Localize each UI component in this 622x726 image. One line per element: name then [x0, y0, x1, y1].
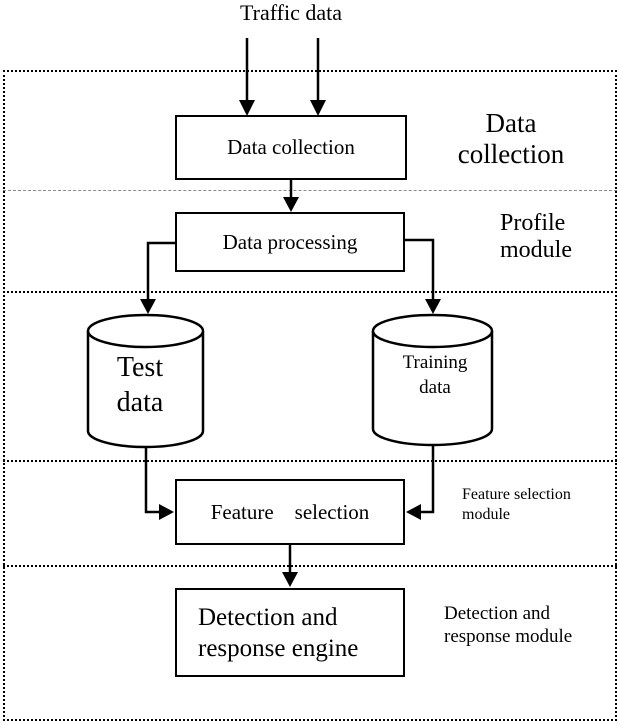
module-label-detection-response: Detection and response module — [444, 602, 572, 648]
arrowhead-feature-to-detection — [282, 572, 298, 587]
arrowhead-traffic-right — [310, 100, 326, 116]
arrowhead-training-to-feature — [406, 504, 421, 520]
data-processing-node-label: Data processing — [222, 229, 358, 254]
system-boundary-border — [3, 70, 617, 721]
test-data-store-label: Test data — [98, 350, 182, 420]
arrowhead-processing-to-training — [425, 299, 441, 314]
module-label-feature-selection-line1: Feature selection — [462, 486, 571, 503]
module-label-detection-response-line1: Detection and — [444, 603, 551, 624]
arrowhead-processing-to-test — [140, 299, 156, 314]
module-label-profile-line2: module — [500, 237, 572, 263]
module-label-data-collection-line2: collection — [457, 139, 565, 169]
data-processing-node: Data processing — [175, 212, 405, 272]
test-data-cylinder-body — [86, 331, 205, 449]
module-label-profile-line1: Profile — [500, 210, 566, 236]
arrow-training-to-feature — [420, 438, 435, 514]
module-label-feature-selection: Feature selection module — [462, 485, 571, 525]
arrowhead-test-to-feature — [159, 504, 174, 520]
arrow-processing-to-training — [405, 238, 435, 300]
test-data-cylinder-top — [86, 313, 205, 349]
data-collection-node: Data collection — [175, 115, 407, 180]
training-data-label-line1: Training — [402, 352, 468, 373]
detection-engine-node: Detection and response engine — [175, 588, 405, 677]
test-data-label-line2: data — [116, 387, 164, 418]
divider-storage-feature — [3, 460, 617, 462]
feature-selection-node: Feature selection — [175, 479, 405, 545]
detection-engine-label-line2: response engine — [198, 634, 359, 662]
training-data-store-label: Training data — [395, 350, 475, 400]
module-label-data-collection: Data collection — [449, 108, 573, 170]
arrow-processing-to-test — [146, 241, 175, 300]
arrowhead-traffic-left — [239, 100, 255, 116]
detection-engine-label-line1: Detection and — [198, 603, 338, 631]
detection-engine-node-label: Detection and response engine — [198, 602, 358, 664]
module-label-detection-response-line2: response module — [444, 626, 573, 647]
module-label-profile: Profile module — [500, 210, 572, 264]
traffic-data-label: Traffic data — [239, 0, 343, 25]
divider-collection-profile — [3, 190, 617, 191]
training-data-cylinder-top — [371, 313, 494, 349]
feature-selection-node-label: Feature selection — [210, 499, 370, 524]
arrow-test-to-feature — [144, 440, 160, 514]
training-data-label-line2: data — [419, 377, 451, 398]
module-label-data-collection-line1: Data — [485, 108, 537, 138]
divider-feature-detection — [3, 565, 617, 567]
training-data-cylinder-body — [371, 331, 494, 447]
test-data-label-line1: Test — [116, 352, 164, 383]
module-label-feature-selection-line2: module — [462, 506, 510, 523]
divider-profile-storage — [3, 291, 617, 293]
data-collection-node-label: Data collection — [227, 135, 355, 159]
arrowhead-collection-to-processing — [283, 197, 299, 212]
